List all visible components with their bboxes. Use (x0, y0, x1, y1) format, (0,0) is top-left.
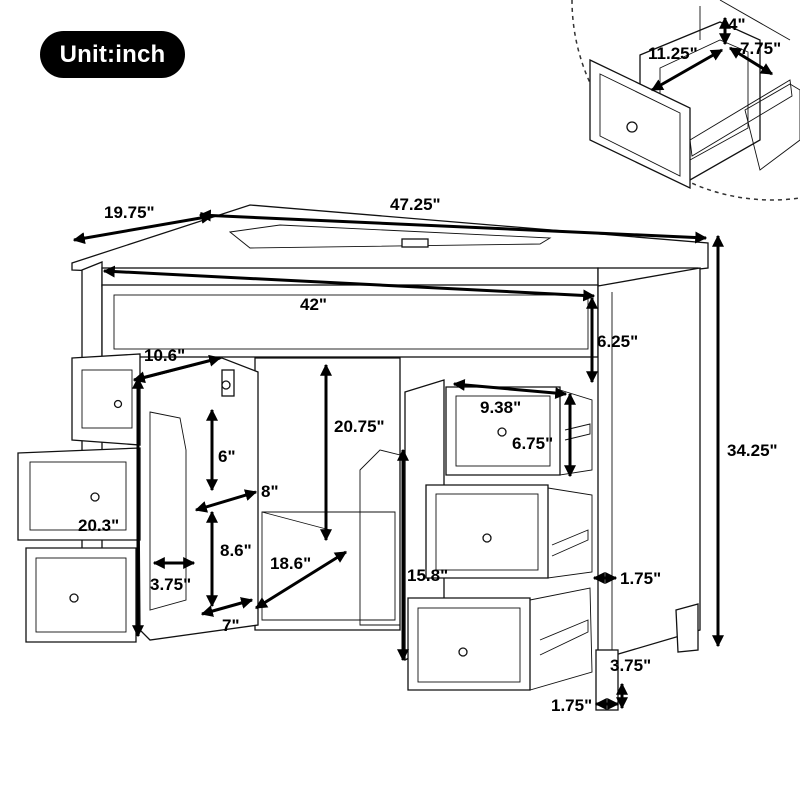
dim-drawer-top-depth-label: 10.6" (144, 346, 185, 365)
dim-shelf-depth-label: 8" (261, 482, 279, 501)
dim-height-label: 34.25" (727, 441, 778, 460)
dim-shelf-height-label: 8.6" (220, 541, 252, 560)
dim-shelf-width-label: 7" (222, 616, 240, 635)
dim-right-drawer-height-label: 6.75" (512, 434, 553, 453)
unit-badge: Unit:inch (40, 31, 185, 78)
dim-cabinet-depth-label: 18.6" (270, 554, 311, 573)
dim-right-drawer-width-label: 9.38" (480, 398, 521, 417)
dim-inset-width-label: 11.25" (648, 44, 698, 63)
dim-leg-gap-label: 3.75" (610, 656, 651, 675)
dim-side-panel-label: 1.75" (620, 569, 661, 588)
dim-leg-width-label: 1.75" (551, 696, 592, 715)
dim-depth-label: 19.75" (104, 203, 155, 222)
vanity-cabinet (17, 204, 709, 711)
dim-cabinet-opening-label: 20.75" (334, 417, 385, 436)
dim-inset-height-label: 4" (728, 15, 746, 34)
dimension-labels: 19.75" 47.25" 42" 34.25" 6.25" 10.6" 20.… (78, 15, 781, 715)
dim-inset-depth-label: 7.75" (740, 39, 781, 58)
dim-shelf-gap-label: 6" (218, 447, 236, 466)
dim-side-gap-label: 3.75" (150, 575, 191, 594)
dim-cabinet-height-label: 15.8" (407, 566, 448, 585)
dim-left-drawer-depth-label: 20.3" (78, 516, 119, 535)
dim-width-label: 47.25" (390, 195, 441, 214)
dim-inner-width-label: 42" (300, 295, 327, 314)
dimension-lines (72, 16, 774, 710)
dim-top-panel-label: 6.25" (597, 332, 638, 351)
drawer-detail-inset (571, 0, 800, 201)
